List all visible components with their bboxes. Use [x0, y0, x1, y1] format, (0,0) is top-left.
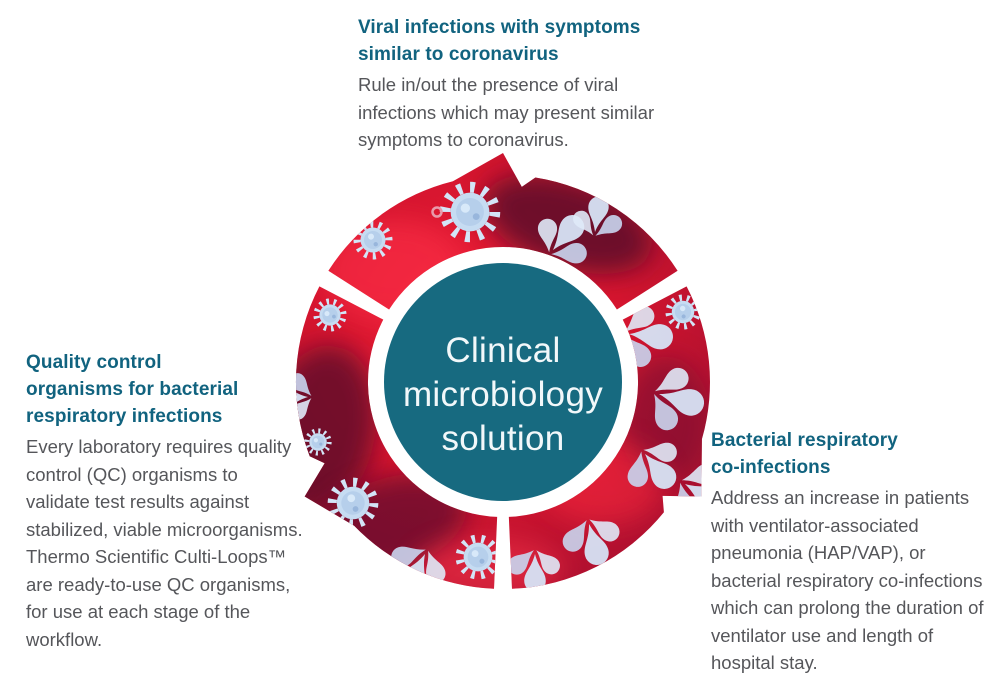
- section-heading-bacterial: Bacterial respiratory co-infections: [711, 430, 898, 478]
- section-body-viral: Rule in/out the presence of viral infect…: [358, 74, 655, 150]
- section-quality-control: Quality control organisms for bacterial …: [26, 349, 306, 653]
- center-title-line1: Clinical: [445, 331, 560, 370]
- section-viral-infections: Viral infections with symptoms similar t…: [358, 14, 670, 154]
- section-heading-viral: Viral infections with symptoms similar t…: [358, 17, 641, 65]
- section-body-bacterial: Address an increase in patients with ven…: [711, 487, 984, 673]
- cycle-diagram: Clinical microbiology solution: [273, 153, 733, 612]
- center-circle: [384, 263, 622, 501]
- center-title-line2: microbiology: [403, 375, 603, 414]
- small-particle-icon: [431, 206, 443, 218]
- section-bacterial-coinfections: Bacterial respiratory co-infections Addr…: [711, 427, 999, 677]
- section-body-qc: Every laboratory requires quality contro…: [26, 436, 303, 650]
- center-title-line3: solution: [441, 419, 564, 458]
- section-heading-qc: Quality control organisms for bacterial …: [26, 352, 239, 427]
